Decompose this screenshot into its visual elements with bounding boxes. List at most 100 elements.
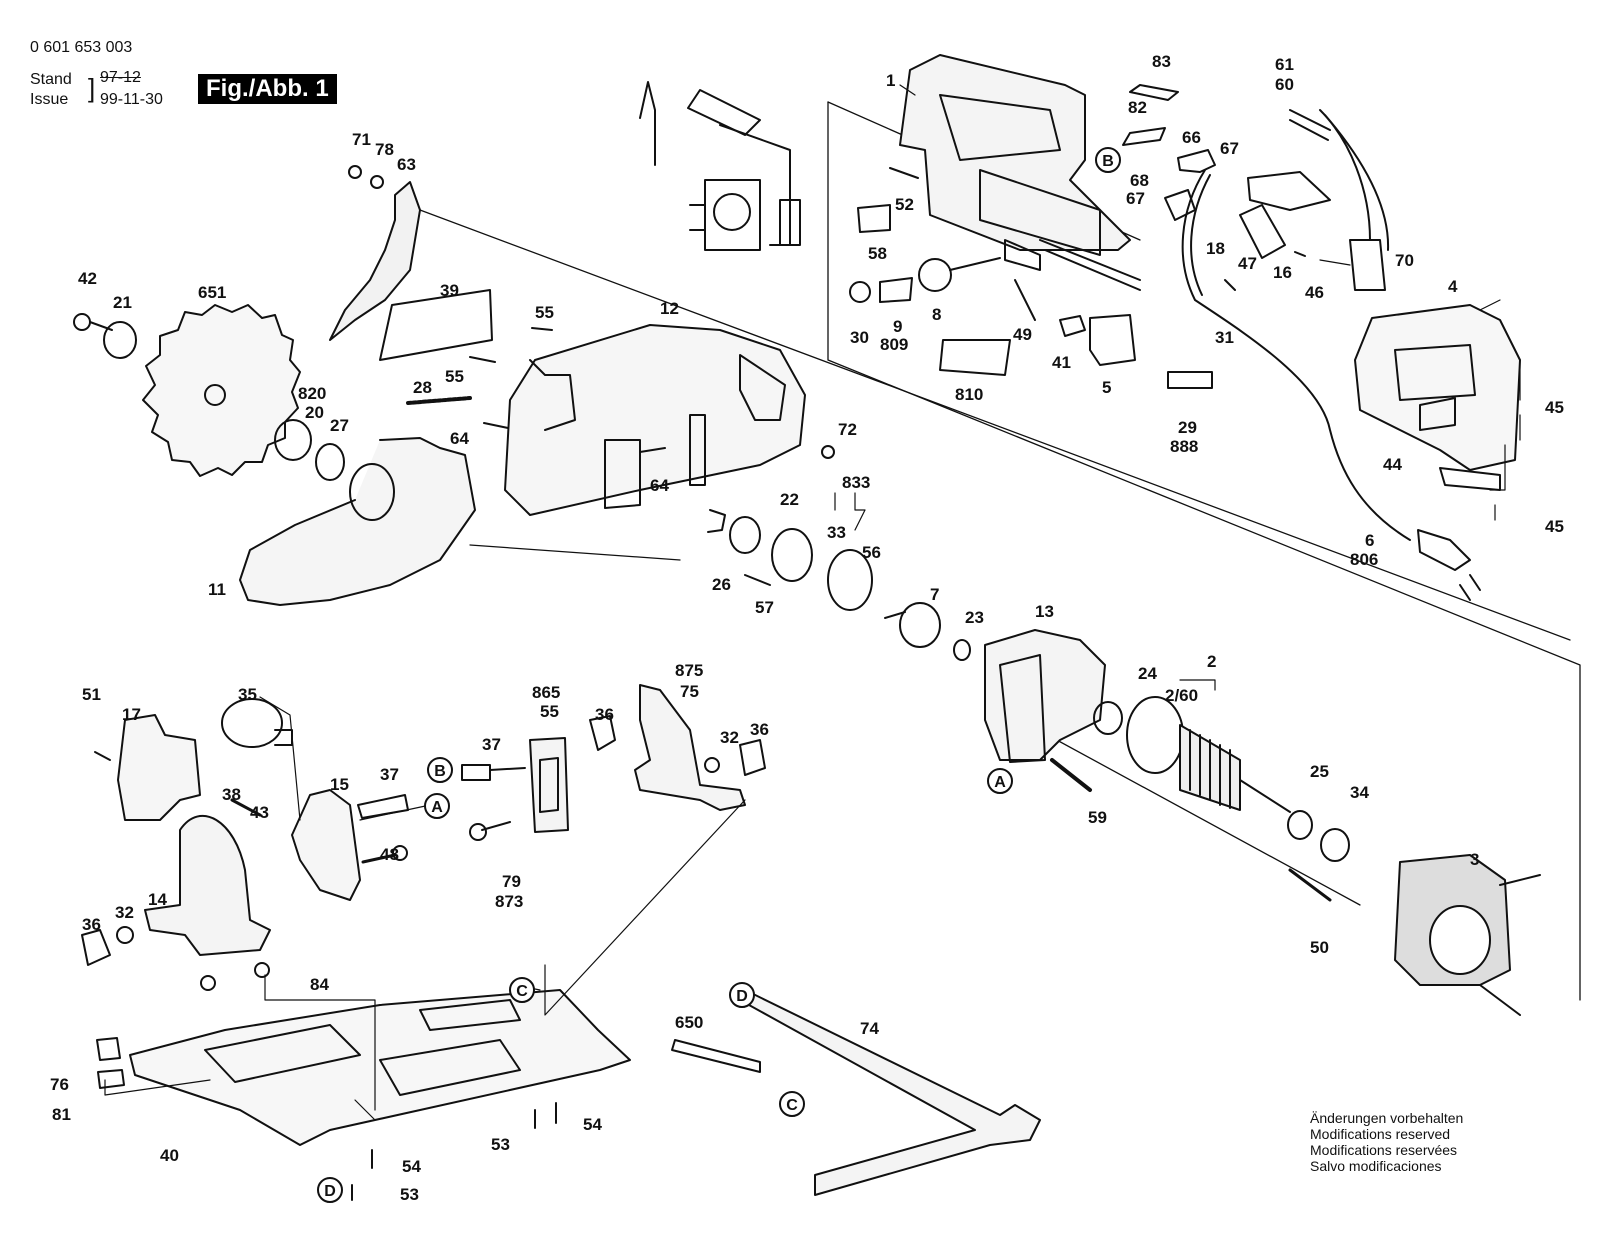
- part-label: 888: [1170, 437, 1198, 456]
- part-label: 45: [1545, 398, 1564, 417]
- callout-d-2: D: [324, 1183, 336, 1200]
- part-label: 23: [965, 608, 984, 627]
- part-label: 63: [397, 155, 416, 174]
- figure-title: Fig./Abb. 1: [198, 74, 337, 104]
- part-label: 40: [160, 1146, 179, 1165]
- part-label: 81: [52, 1105, 71, 1124]
- part-label: 873: [495, 892, 523, 911]
- motor-housing: [899, 54, 1141, 291]
- part-label: 66: [1182, 128, 1201, 147]
- part-label: 82: [1128, 98, 1147, 117]
- gear-housing: [984, 629, 1106, 763]
- bearing-25: [1287, 810, 1313, 840]
- part-label: 42: [78, 269, 97, 288]
- note-english: Modifications reserved: [1310, 1126, 1451, 1142]
- part-label: 52: [895, 195, 914, 214]
- part-label: 56: [862, 543, 881, 562]
- part-label: 26: [712, 575, 731, 594]
- stand-label: Stand: [30, 71, 72, 88]
- knob-35: [221, 698, 283, 748]
- part-label: 53: [491, 1135, 510, 1154]
- part-number: 0 601 653 003: [30, 39, 133, 56]
- part-label: 651: [198, 283, 226, 302]
- part-label: 84: [310, 975, 329, 994]
- part-label: 78: [375, 140, 394, 159]
- callout-c-2: C: [786, 1097, 798, 1114]
- bevel-bracket-17: [94, 714, 201, 821]
- bevel-quadrant-14: [144, 814, 271, 956]
- part-label: 44: [1383, 455, 1402, 474]
- spring: [406, 396, 472, 405]
- part-label: 22: [780, 490, 799, 509]
- part-label: 25: [1310, 762, 1329, 781]
- part-label: 48: [380, 845, 399, 864]
- part-label: 9: [893, 317, 902, 336]
- part-label: 833: [842, 473, 870, 492]
- part-label: 810: [955, 385, 983, 404]
- part-label: 27: [330, 416, 349, 435]
- part-label: 64: [650, 476, 669, 495]
- part-label: 1: [886, 71, 895, 90]
- part-label: 57: [755, 598, 774, 617]
- saw-blade: [142, 304, 301, 477]
- note-german: Änderungen vorbehalten: [1310, 1110, 1464, 1126]
- lower-guard: [239, 437, 476, 606]
- note-spanish: Salvo modificaciones: [1310, 1158, 1442, 1174]
- callout-b-2: B: [434, 763, 446, 780]
- callout-c-1: C: [516, 983, 528, 1000]
- part-label: 67: [1126, 189, 1145, 208]
- depth-bracket-15: [291, 789, 361, 901]
- part-label: 5: [1102, 378, 1111, 397]
- part-label: 74: [860, 1019, 879, 1038]
- bevel-quadrant-75: [634, 684, 746, 811]
- part-label: 24: [1138, 664, 1157, 683]
- part-label: 33: [827, 523, 846, 542]
- part-label: 34: [1350, 783, 1369, 802]
- part-label: 37: [380, 765, 399, 784]
- part-label: 31: [1215, 328, 1234, 347]
- part-label: 47: [1238, 254, 1257, 273]
- label-plate: [379, 289, 493, 361]
- armature: [1126, 696, 1291, 813]
- part-label: 70: [1395, 251, 1414, 270]
- part-label: 8: [932, 305, 941, 324]
- guide-plate-865: [529, 737, 569, 833]
- bolt-42: [73, 313, 91, 331]
- part-label: 35: [238, 685, 257, 704]
- callout-circles: B A B A C C D D: [317, 147, 1121, 1203]
- part-label: 12: [660, 299, 679, 318]
- part-label: 2: [1207, 652, 1216, 671]
- leader-lines: [104, 84, 1521, 1121]
- part-label: 60: [1275, 75, 1294, 94]
- part-label: 83: [1152, 52, 1171, 71]
- callout-a-1: A: [431, 799, 443, 816]
- wiring-schematic: [639, 81, 801, 251]
- part-label: 39: [440, 281, 459, 300]
- riving-knife: [329, 181, 421, 341]
- part-label: 29: [1178, 418, 1197, 437]
- part-label: 32: [720, 728, 739, 747]
- part-label: 17: [122, 705, 141, 724]
- part-label: 79: [502, 872, 521, 891]
- part-label: 16: [1273, 263, 1292, 282]
- part-label: 806: [1350, 550, 1378, 569]
- part-label: 650: [675, 1013, 703, 1032]
- part-label: 75: [680, 682, 699, 701]
- pin-59: [1050, 758, 1092, 792]
- part-label: 11: [208, 580, 226, 599]
- part-label: 30: [850, 328, 869, 347]
- screw-50: [1288, 868, 1332, 902]
- part-label: 20: [305, 403, 324, 422]
- part-label: 38: [222, 785, 241, 804]
- callout-a-2: A: [994, 774, 1006, 791]
- flange-21: [103, 321, 137, 359]
- gear-train: [707, 509, 971, 661]
- bracket: ]: [88, 73, 96, 103]
- part-label: 28: [413, 378, 432, 397]
- knob-36c: [81, 929, 111, 966]
- part-label: 14: [148, 890, 167, 909]
- modification-notes: Änderungen vorbehalten Modifications res…: [1310, 1110, 1463, 1174]
- part-label: 55: [540, 702, 559, 721]
- base-plate: [129, 989, 631, 1146]
